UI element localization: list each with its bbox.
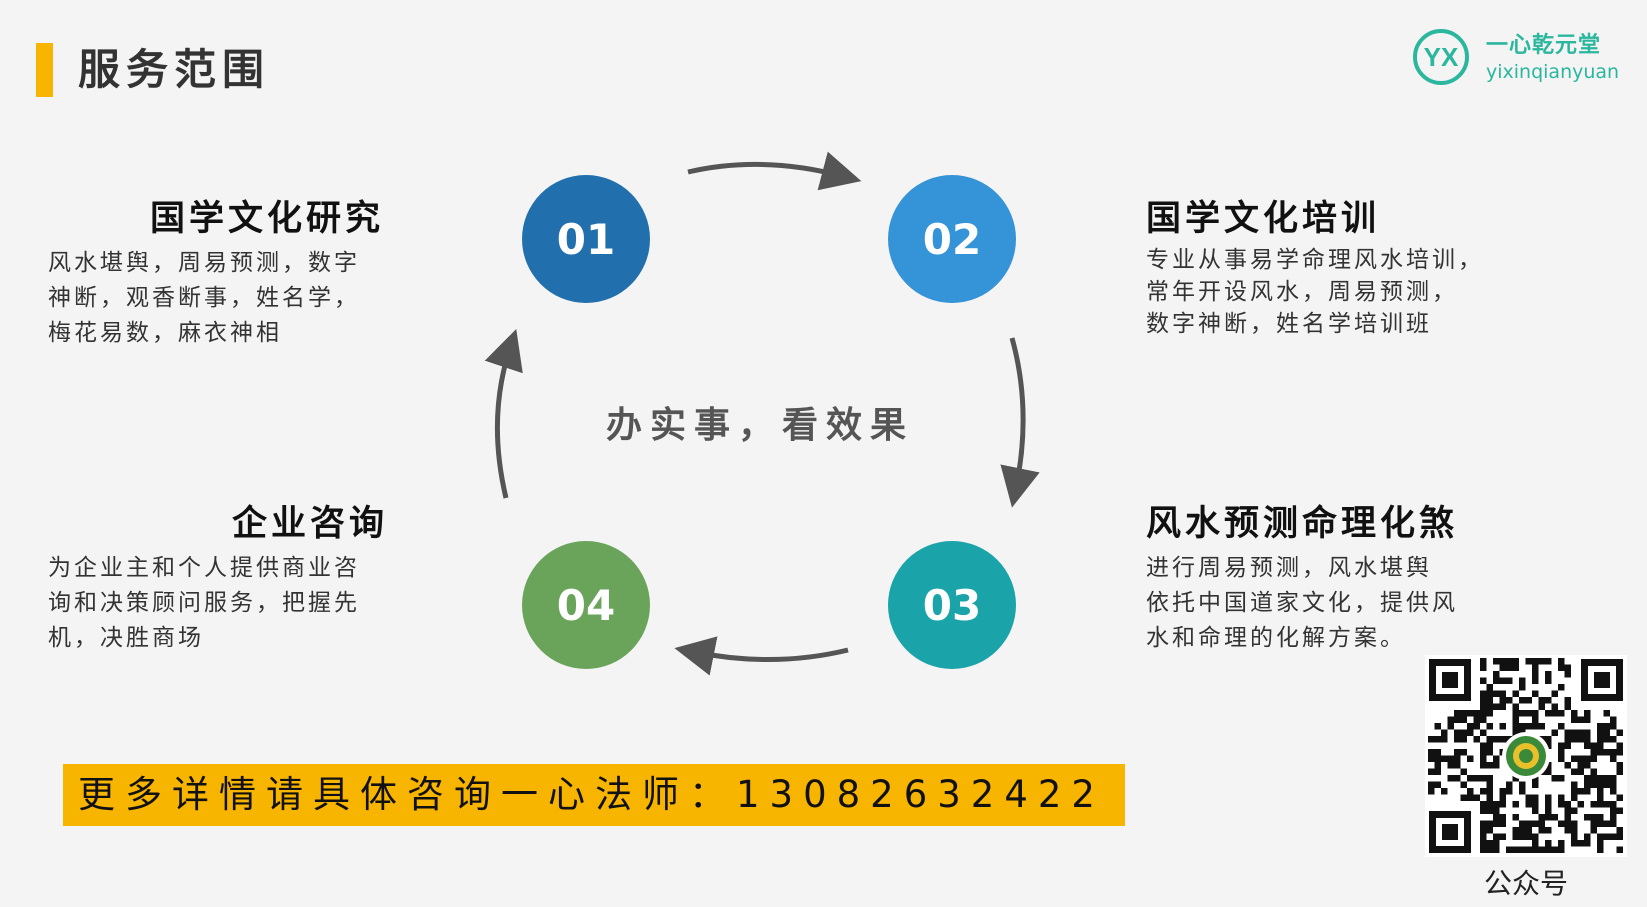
service-title-research: 国学文化研究: [150, 199, 385, 239]
step-number: 02: [922, 214, 982, 264]
step-circle-02: 02: [888, 175, 1016, 303]
service-desc-line: 进行周易预测，风水堪舆: [1146, 555, 1432, 581]
service-desc-training: 专业从事易学命理风水培训， 常年开设风水，周易预测， 数字神断，姓名学培训班: [1146, 244, 1484, 340]
service-title-training: 国学文化培训: [1146, 199, 1381, 239]
center-slogan: 办实事，看效果: [605, 405, 914, 446]
service-title-fengshui: 风水预测命理化煞: [1146, 504, 1459, 544]
logo-mark-icon: YX: [1413, 29, 1469, 85]
service-desc-research: 风水堪舆，周易预测，数字 神断，观香断事，姓名学， 梅花易数，麻衣神相: [48, 246, 360, 351]
service-desc-line: 依托中国道家文化，提供风: [1146, 590, 1458, 616]
step-circle-01: 01: [522, 175, 650, 303]
service-desc-line: 为企业主和个人提供商业咨: [48, 555, 360, 581]
service-desc-consulting: 为企业主和个人提供商业咨 询和决策顾问服务，把握先 机，决胜商场: [48, 551, 360, 656]
service-desc-line: 水和命理的化解方案。: [1146, 625, 1406, 651]
step-number: 03: [922, 580, 982, 630]
arrow-02-to-03: [1000, 337, 1040, 508]
step-circle-03: 03: [888, 541, 1016, 669]
service-desc-line: 机，决胜商场: [48, 625, 204, 651]
logo-subtitle: yixinqianyuan: [1486, 61, 1620, 83]
service-title-consulting: 企业咨询: [232, 504, 389, 544]
qr-caption: 公众号: [1483, 867, 1568, 900]
service-desc-line: 风水堪舆，周易预测，数字: [48, 250, 360, 276]
step-circle-04: 04: [522, 541, 650, 669]
contact-banner-text: 更多详情请具体咨询一心法师：13082632422: [78, 773, 1105, 816]
brand-logo: YX 一心乾元堂 yixinqianyuan: [1412, 28, 1619, 92]
logo-name: 一心乾元堂: [1486, 33, 1602, 58]
arrow-04-to-01: [484, 328, 523, 499]
step-number: 04: [556, 580, 616, 630]
service-desc-line: 询和决策顾问服务，把握先: [48, 590, 360, 616]
arrow-01-to-02: [687, 151, 862, 191]
svg-text:YX: YX: [1424, 42, 1459, 72]
page-title: 服务范围: [78, 45, 271, 94]
service-desc-fengshui: 进行周易预测，风水堪舆 依托中国道家文化，提供风 水和命理的化解方案。: [1146, 551, 1458, 656]
arrow-03-to-04: [674, 636, 849, 676]
service-desc-line: 数字神断，姓名学培训班: [1146, 311, 1432, 337]
service-desc-line: 神断，观香断事，姓名学，: [48, 285, 360, 311]
step-number: 01: [556, 214, 616, 264]
qr-code-image[interactable]: [1425, 655, 1627, 857]
service-desc-line: 梅花易数，麻衣神相: [48, 320, 282, 346]
contact-banner: 更多详情请具体咨询一心法师：13082632422: [63, 764, 1125, 826]
service-desc-line: 常年开设风水，周易预测，: [1146, 279, 1458, 305]
title-accent-bar: [36, 43, 53, 97]
service-desc-line: 专业从事易学命理风水培训，: [1146, 247, 1484, 273]
